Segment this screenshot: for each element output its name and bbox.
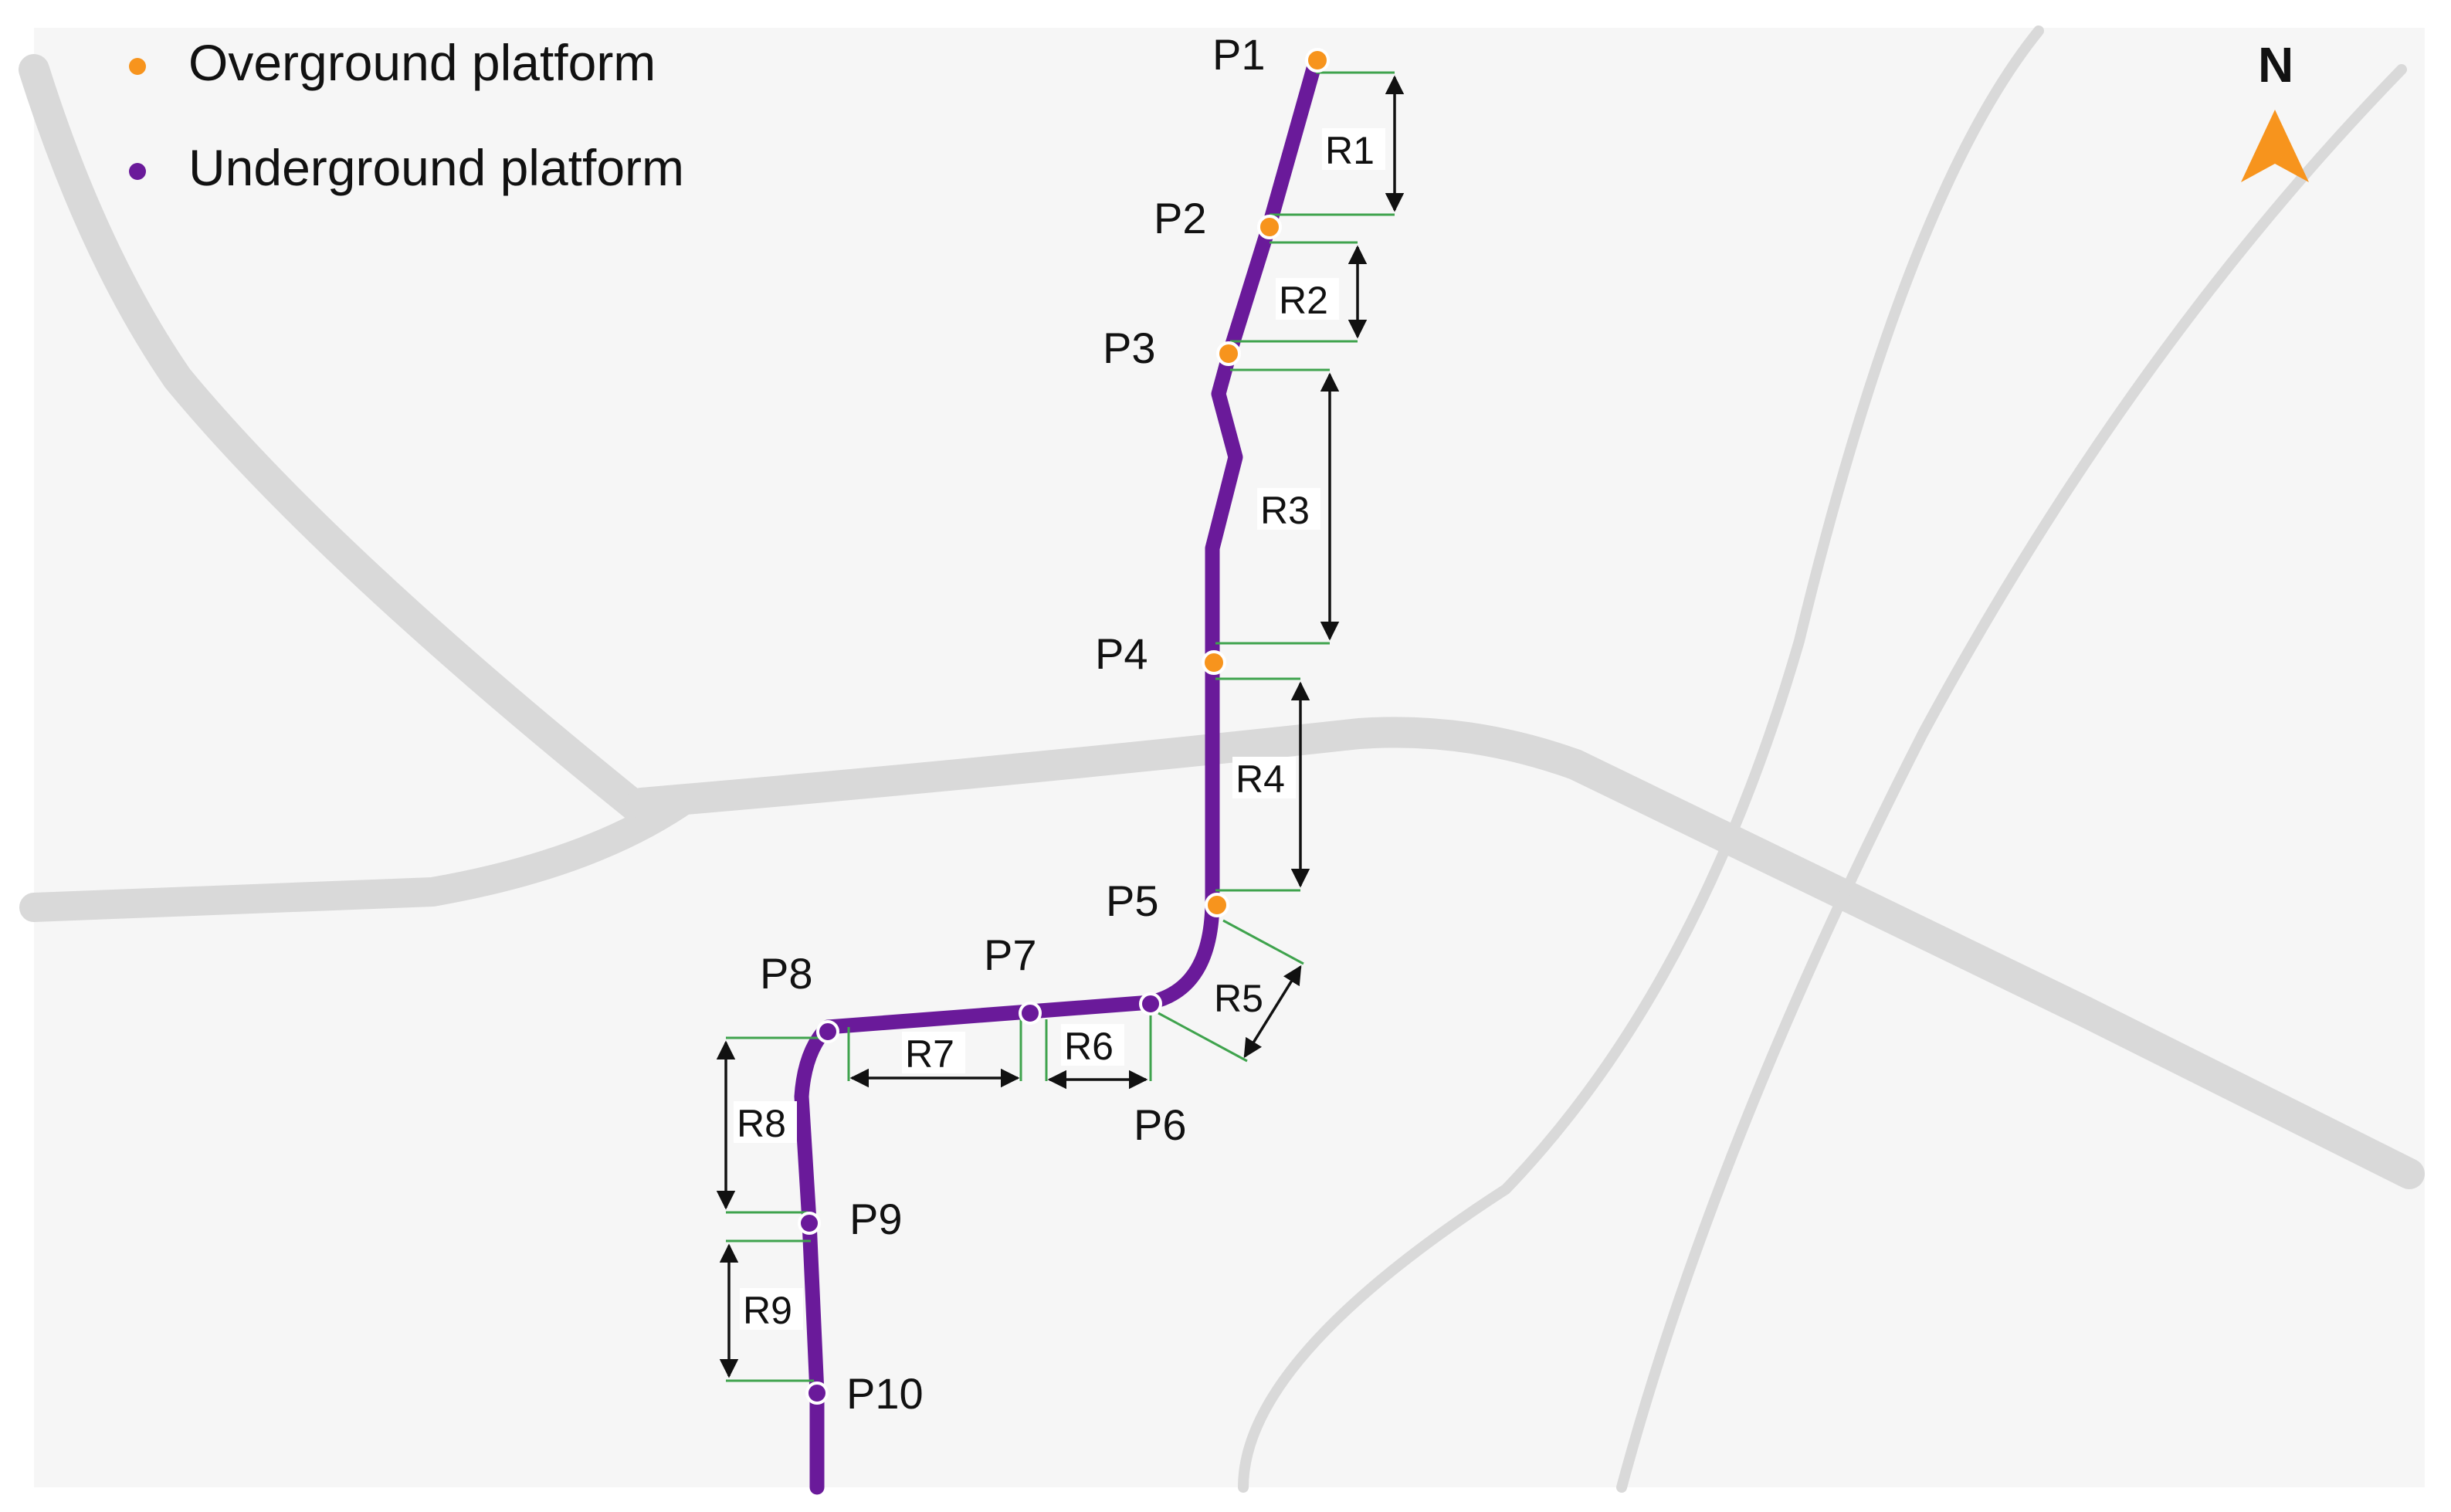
section-label-r1: R1	[1325, 129, 1375, 172]
platform-label-p9: P9	[849, 1195, 903, 1243]
platform-label-p1: P1	[1212, 30, 1266, 79]
platform-label-p2: P2	[1154, 194, 1207, 242]
road-west	[19, 788, 694, 922]
platform-label-p3: P3	[1103, 324, 1156, 372]
road-east-west	[625, 717, 2425, 1189]
roads	[19, 25, 2425, 1493]
platform-label-p8: P8	[760, 949, 813, 998]
section-labels: R1 R2 R3 R4 R5 R6 R7 R8 R9	[734, 128, 1385, 1332]
legend-underground-marker	[129, 163, 146, 180]
road-east-b	[1616, 64, 2407, 1493]
road-east-a	[1238, 25, 2044, 1493]
legend-overground-marker	[129, 58, 146, 75]
measurement-lines	[726, 71, 1395, 1382]
platform-marker-p5	[1205, 893, 1229, 917]
legend-underground-label: Underground platform	[188, 139, 684, 196]
legend-overground-label: Overground platform	[188, 34, 656, 91]
platform-marker-p10	[805, 1381, 829, 1405]
platform-label-p6: P6	[1134, 1100, 1187, 1149]
legend: Overground platform Underground platform	[129, 34, 684, 196]
dimension-arrows	[716, 75, 1405, 1378]
platform-label-p7: P7	[984, 931, 1037, 979]
section-label-r3: R3	[1260, 489, 1310, 532]
platform-label-p5: P5	[1106, 876, 1159, 925]
north-label: N	[2258, 37, 2293, 93]
platform-marker-p2	[1257, 215, 1282, 239]
road-northwest	[19, 54, 656, 826]
platform-marker-p3	[1216, 341, 1241, 366]
section-label-r5: R5	[1214, 977, 1263, 1020]
section-label-r4: R4	[1236, 758, 1285, 801]
platform-marker-p6	[1139, 992, 1162, 1015]
section-label-r2: R2	[1279, 279, 1328, 322]
section-label-r9: R9	[743, 1289, 792, 1332]
platform-marker-p4	[1202, 650, 1226, 675]
metro-line	[794, 53, 1324, 1495]
platform-labels: P1 P2 P3 P4 P5 P6 P7 P8 P9 P10	[760, 30, 1266, 1418]
platform-label-p4: P4	[1095, 629, 1148, 678]
north-arrow-icon	[2241, 110, 2309, 182]
platform-label-p10: P10	[846, 1369, 924, 1418]
platform-marker-p9	[798, 1212, 821, 1235]
section-label-r8: R8	[737, 1102, 786, 1145]
platform-marker-p7	[1019, 1002, 1042, 1025]
platform-marker-p8	[816, 1020, 839, 1043]
section-label-r7: R7	[905, 1032, 954, 1076]
section-label-r6: R6	[1064, 1025, 1114, 1068]
platform-marker-p1	[1305, 48, 1330, 73]
north-arrow: N	[2241, 37, 2309, 182]
platform-markers	[798, 48, 1330, 1405]
